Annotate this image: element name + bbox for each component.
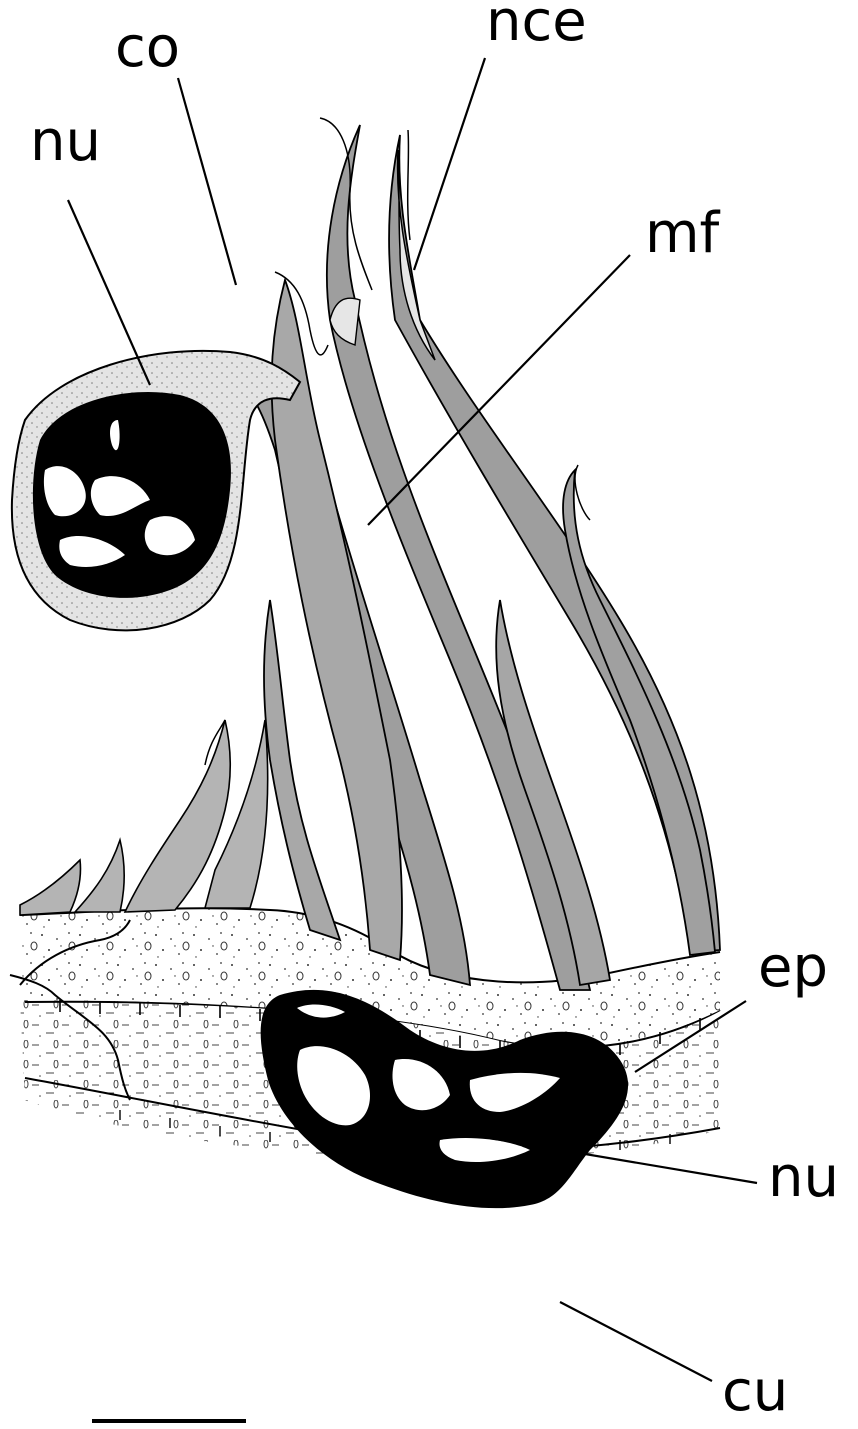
label-ep: ep: [758, 935, 828, 1000]
label-nu-top: nu: [30, 109, 101, 174]
label-co: co: [115, 15, 180, 80]
muscle-fiber: [75, 840, 124, 912]
label-cu: cu: [722, 1359, 788, 1424]
label-mf: mf: [645, 201, 721, 266]
label-nce: nce: [486, 0, 587, 54]
muscle-fiber: [20, 860, 81, 915]
label-nu-bottom: nu: [768, 1145, 839, 1210]
